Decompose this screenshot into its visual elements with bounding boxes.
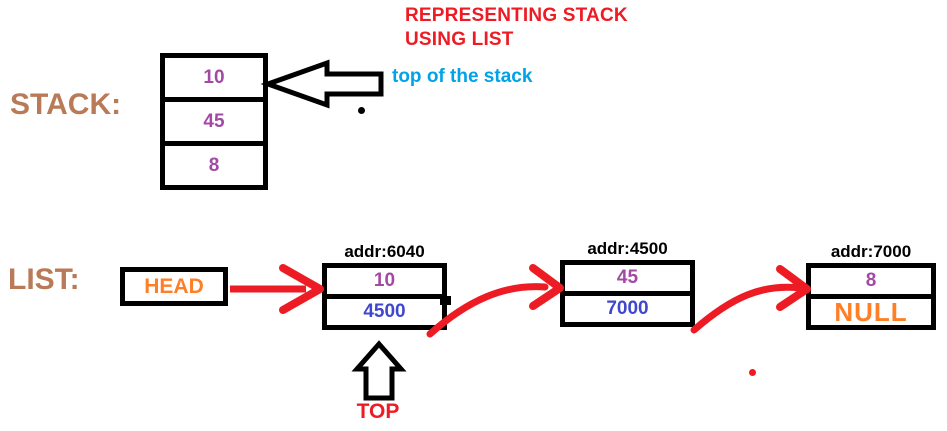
- stack-cell-bottom: 8: [208, 154, 220, 176]
- node-3-value: 8: [811, 268, 931, 299]
- head-box: HEAD: [120, 267, 228, 306]
- node-3-null-pointer: NULL: [834, 296, 908, 327]
- list-node-2: addr:4500 45 7000: [560, 238, 695, 327]
- node-1-next-pointer: 4500: [363, 301, 406, 322]
- node-2-next-pointer: 7000: [606, 298, 649, 319]
- stack-cell-middle: 45: [165, 102, 263, 146]
- node-2-box: 45 7000: [560, 260, 695, 327]
- node1-to-node2-arrowhead: [529, 264, 564, 310]
- diagram-title: REPRESENTING STACK USING LIST: [405, 4, 628, 52]
- stray-black-dot: [358, 107, 365, 114]
- node-1-value: 10: [327, 268, 442, 299]
- node-2-value: 45: [565, 265, 690, 296]
- stack-cell-top: 10: [165, 58, 263, 102]
- stack-box: 10 45 8: [160, 53, 268, 190]
- top-pointer-label: TOP: [356, 400, 400, 423]
- node-1-address: addr:6040: [344, 242, 425, 261]
- node1-to-node2-arrow: [426, 283, 549, 338]
- list-section-label: LIST:: [8, 263, 80, 296]
- list-node-1: addr:6040 10 4500: [322, 241, 447, 330]
- stack-section-label: STACK:: [10, 88, 122, 121]
- node2-to-node3-arrowhead: [776, 265, 811, 311]
- node-3-box: 8 NULL: [806, 263, 936, 330]
- node-3-address: addr:7000: [830, 242, 912, 261]
- top-pointer-block-arrow-icon: [351, 340, 407, 401]
- list-node-3: addr:7000 8 NULL: [806, 241, 936, 330]
- title-line-1: REPRESENTING STACK: [405, 5, 628, 26]
- node2-to-node3-arrow: [690, 283, 804, 334]
- node-1-box: 10 4500: [322, 263, 447, 330]
- head-label: HEAD: [144, 274, 204, 298]
- top-of-stack-block-arrow-icon: [260, 59, 384, 109]
- head-to-node1-arrowhead: [279, 264, 324, 314]
- title-line-2: USING LIST: [405, 29, 514, 50]
- stray-red-dot: [749, 369, 756, 376]
- top-of-stack-annotation: top of the stack: [392, 66, 533, 87]
- node-2-address: addr:4500: [587, 239, 668, 258]
